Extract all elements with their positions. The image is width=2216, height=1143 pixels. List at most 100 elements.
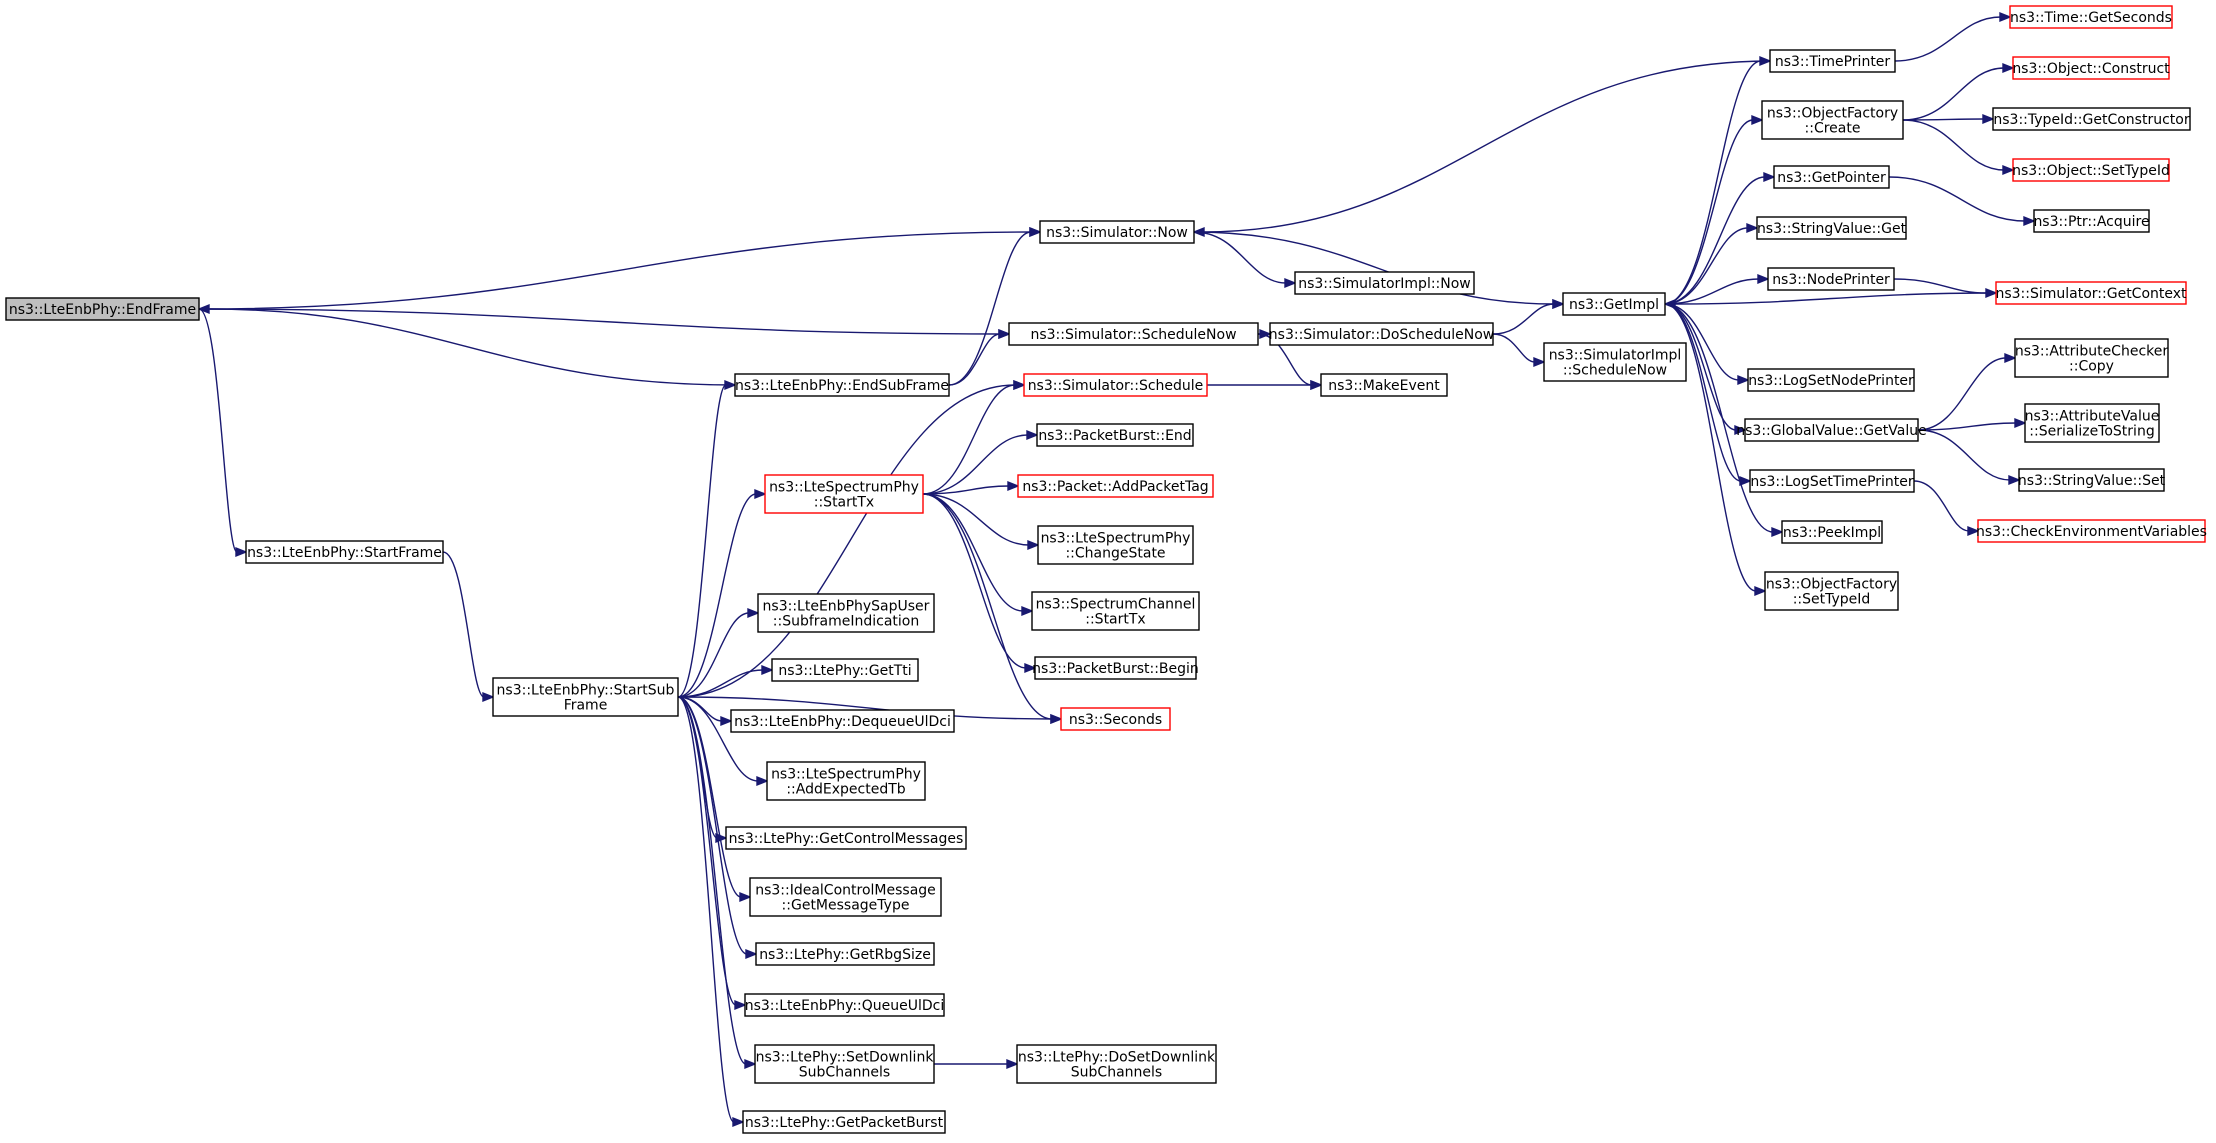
node-gvget[interactable]: ns3::GlobalValue::GetValue <box>1736 418 1927 442</box>
node-pbend[interactable]: ns3::PacketBurst::End <box>1036 423 1194 447</box>
node-ofsettype[interactable]: ns3::ObjectFactory::SetTypeId <box>1764 571 1899 611</box>
node-strget[interactable]: ns3::StringValue::Get <box>1756 216 1907 240</box>
node-label: ::ChangeState <box>1065 546 1165 562</box>
node-box <box>1269 322 1494 346</box>
node-seconds[interactable]: ns3::Seconds <box>1060 707 1171 731</box>
edge-gvget-to-attrser <box>1917 422 2017 431</box>
node-label: ns3::TimePrinter <box>1775 54 1891 70</box>
node-startframe[interactable]: ns3::LteEnbPhy::StartFrame <box>245 540 444 564</box>
node-label: ns3::AttributeValue <box>2025 409 2160 425</box>
node-pbbegin[interactable]: ns3::PacketBurst::Begin <box>1032 656 1199 680</box>
node-implnow[interactable]: ns3::SimulatorImpl::Now <box>1294 271 1475 295</box>
node-simschednow[interactable]: ns3::Simulator::ScheduleNow <box>1008 322 1259 346</box>
edge-doschednow-to-getimpl <box>1492 303 1555 335</box>
node-ptracquire[interactable]: ns3::Ptr::Acquire <box>2033 209 2150 233</box>
node-chanstarttx[interactable]: ns3::SpectrumChannel::StartTx <box>1031 591 1200 631</box>
node-simschedule[interactable]: ns3::Simulator::Schedule <box>1023 373 1208 397</box>
node-objsettype[interactable]: ns3::Object::SetTypeId <box>2012 158 2170 182</box>
node-strset[interactable]: ns3::StringValue::Set <box>2018 468 2166 492</box>
node-queueul[interactable]: ns3::LteEnbPhy::QueueUlDci <box>744 993 945 1017</box>
node-label: ns3::PacketBurst::Begin <box>1032 661 1199 677</box>
node-checkenv[interactable]: ns3::CheckEnvironmentVariables <box>1976 519 2207 543</box>
node-changestate[interactable]: ns3::LteSpectrumPhy::ChangeState <box>1037 525 1194 565</box>
arrow-head <box>745 948 758 960</box>
arrow-head <box>1737 374 1750 386</box>
arrow-head <box>1006 1058 1019 1070</box>
node-makeevent[interactable]: ns3::MakeEvent <box>1320 373 1448 397</box>
arrow-head <box>1982 113 1995 125</box>
node-box <box>1749 469 1915 493</box>
node-box <box>1037 525 1194 565</box>
edge-startsubframe-to-addexpected <box>677 696 759 782</box>
node-typeidctor[interactable]: ns3::TypeId::GetConstructor <box>1992 107 2191 131</box>
node-attrcheck[interactable]: ns3::AttributeChecker::Copy <box>2014 338 2169 378</box>
edge-specstarttx-to-chanstarttx <box>922 493 1024 612</box>
node-attrser[interactable]: ns3::AttributeValue::SerializeToString <box>2024 403 2160 443</box>
edge-specstarttx-to-changestate <box>922 493 1030 546</box>
node-label: ns3::Object::SetTypeId <box>2012 163 2170 179</box>
edge-startsubframe-to-gettti <box>677 669 764 698</box>
node-label: Frame <box>564 698 608 714</box>
arrow-head <box>1734 424 1747 436</box>
node-label: ::Create <box>1805 121 1861 137</box>
node-box <box>734 373 950 397</box>
node-label: ns3::SpectrumChannel <box>1036 597 1196 613</box>
node-gettti[interactable]: ns3::LtePhy::GetTti <box>771 658 919 682</box>
edge-getimpl-to-nodeprinter <box>1664 278 1760 305</box>
node-label: ns3::Simulator::Schedule <box>1028 378 1204 394</box>
node-label: ns3::StringValue::Set <box>2018 473 2166 489</box>
node-logsetnode[interactable]: ns3::LogSetNodePrinter <box>1747 368 1915 392</box>
node-getctrl[interactable]: ns3::LtePhy::GetControlMessages <box>725 826 967 850</box>
node-nodeprinter[interactable]: ns3::NodePrinter <box>1767 267 1895 291</box>
node-box <box>2018 468 2165 492</box>
node-getimpl[interactable]: ns3::GetImpl <box>1562 292 1666 316</box>
node-endsubframe[interactable]: ns3::LteEnbPhy::EndSubFrame <box>734 373 950 397</box>
edge-timeprinter-to-getseconds <box>1894 16 2002 62</box>
node-implschednow[interactable]: ns3::SimulatorImpl::ScheduleNow <box>1543 342 1687 382</box>
node-objconstruct[interactable]: ns3::Object::Construct <box>2012 56 2170 80</box>
node-getpacketburst[interactable]: ns3::LtePhy::GetPacketBurst <box>742 1110 946 1134</box>
node-peekimpl[interactable]: ns3::PeekImpl <box>1781 520 1883 544</box>
node-addtag[interactable]: ns3::Packet::AddPacketTag <box>1017 474 1214 498</box>
edge-getimpl-to-ofcreate <box>1664 119 1754 305</box>
node-idealctrl[interactable]: ns3::IdealControlMessage::GetMessageType <box>749 877 942 917</box>
node-box <box>1039 220 1195 244</box>
node-box <box>754 1044 935 1084</box>
node-simnow[interactable]: ns3::Simulator::Now <box>1039 220 1195 244</box>
node-addexpected[interactable]: ns3::LteSpectrumPhy::AddExpectedTb <box>766 761 926 801</box>
node-logsettime[interactable]: ns3::LogSetTimePrinter <box>1749 469 1915 493</box>
node-label: ns3::LtePhy::GetControlMessages <box>729 831 964 847</box>
edge-startframe-to-startsubframe <box>442 551 485 698</box>
node-specstarttx[interactable]: ns3::LteSpectrumPhy::StartTx <box>764 474 924 514</box>
node-endframe[interactable]: ns3::LteEnbPhy::EndFrame <box>5 297 200 321</box>
node-dequeue[interactable]: ns3::LteEnbPhy::DequeueUlDci <box>730 709 955 733</box>
node-ofcreate[interactable]: ns3::ObjectFactory::Create <box>1761 100 1904 140</box>
arrow-head <box>1663 298 1676 310</box>
node-box <box>5 297 200 321</box>
node-getseconds[interactable]: ns3::Time::GetSeconds <box>2009 5 2173 29</box>
node-box <box>1320 373 1448 397</box>
node-timeprinter[interactable]: ns3::TimePrinter <box>1769 49 1896 73</box>
node-label: ::StartTx <box>1085 612 1145 628</box>
node-label: ns3::Simulator::GetContext <box>1995 286 2187 302</box>
arrow-head <box>1533 356 1546 368</box>
node-doschednow[interactable]: ns3::Simulator::DoScheduleNow <box>1269 322 1494 346</box>
arrow-head <box>1192 226 1205 238</box>
node-layer: ns3::LteEnbPhy::EndFramens3::LteEnbPhy::… <box>5 5 2207 1134</box>
edge-getimpl-to-strget <box>1664 227 1749 305</box>
node-box <box>1060 707 1171 731</box>
node-getpointer[interactable]: ns3::GetPointer <box>1773 165 1890 189</box>
arrow-head <box>482 691 495 703</box>
node-sapuser[interactable]: ns3::LteEnbPhySapUser::SubframeIndicatio… <box>757 593 935 633</box>
arrow-head <box>2014 417 2027 429</box>
node-getrbg[interactable]: ns3::LtePhy::GetRbgSize <box>755 942 935 966</box>
node-box <box>764 474 924 514</box>
node-box <box>744 993 945 1017</box>
edge-specstarttx-to-pbbegin <box>922 493 1027 669</box>
edge-getimpl-to-logsettime <box>1664 303 1742 482</box>
node-getcontext[interactable]: ns3::Simulator::GetContext <box>1995 281 2187 305</box>
edge-endsubframe-to-endframe <box>207 308 736 386</box>
